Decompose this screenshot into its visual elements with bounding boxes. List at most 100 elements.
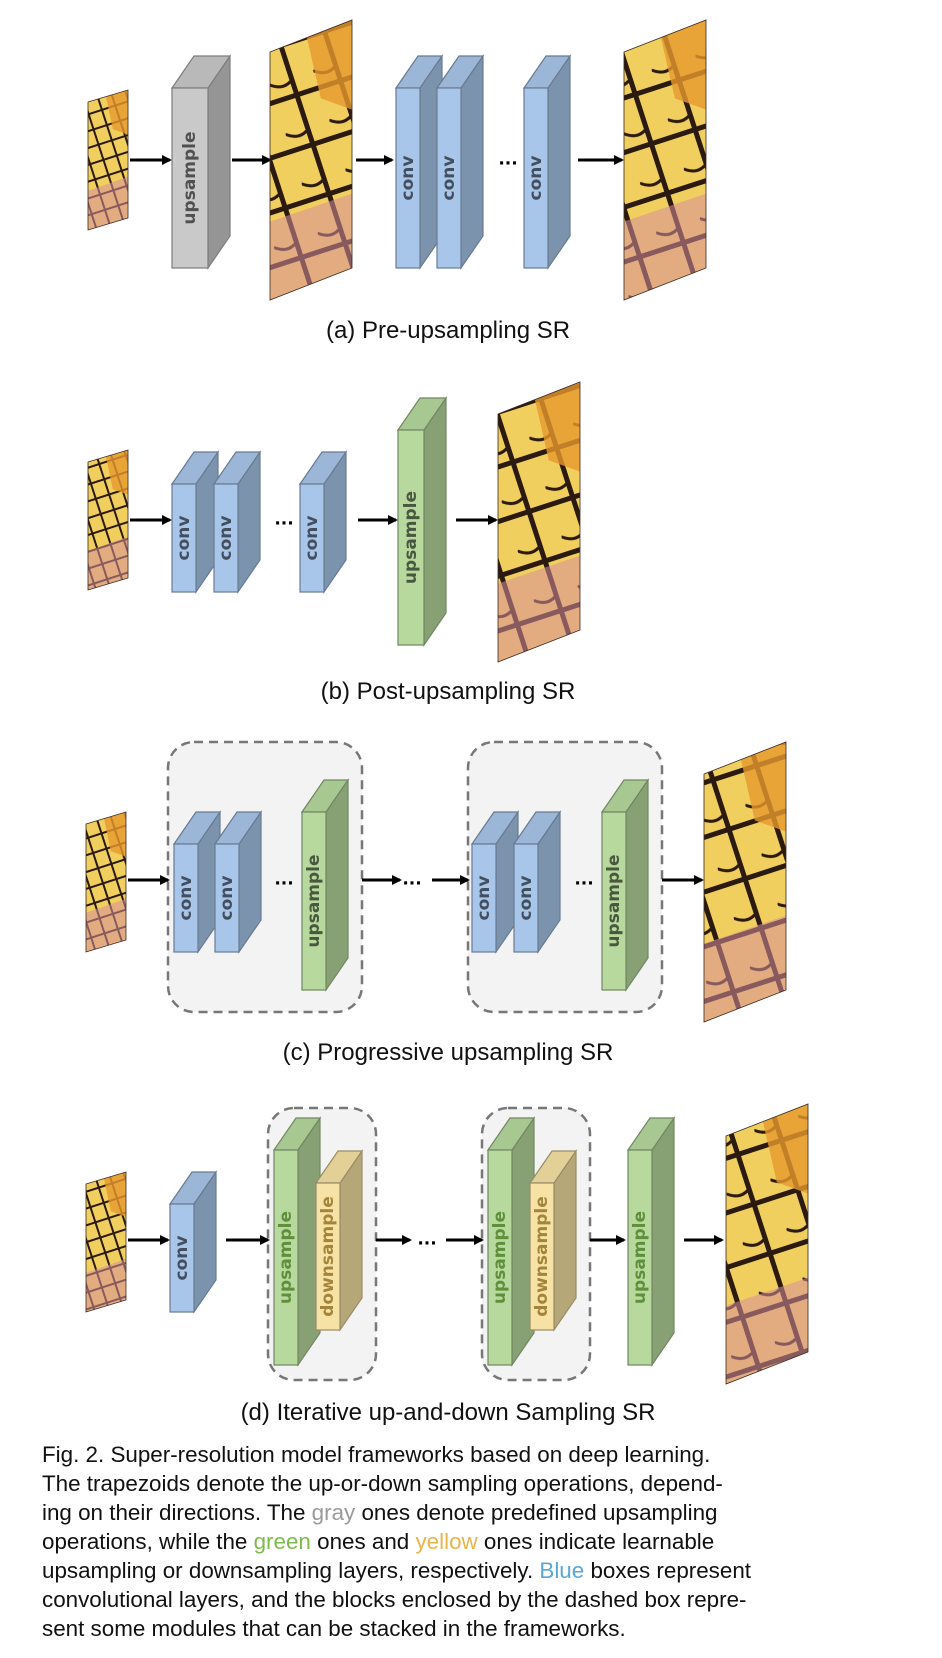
b-conv-block-2-front [213,483,239,593]
d-output-image-flower [726,1277,808,1384]
d-output-image [725,1103,809,1385]
d-conv-block-front [169,1203,195,1313]
d-downsample-block-1: downsample [314,1149,364,1332]
b-output-image-orange [534,382,580,472]
d-caption: (d) Iterative up-and-down Sampling SR [241,1399,656,1426]
d-upsample-block-2-front [487,1149,513,1366]
caption-text: ones and [310,1529,416,1554]
d-downsample-block-1-front [315,1182,341,1331]
b-upsample-block-side [423,396,447,647]
c-ellipsis-3: ··· [574,874,593,894]
a-conv-block-1-front [395,87,421,269]
b-upsample-block: upsample [396,396,448,647]
caption-text: operations, while the [42,1529,254,1554]
d-input-image-edge [85,1171,127,1313]
a-conv-block-3: conv [522,54,572,270]
caption-text: Fig. 2. Super-resolution model framework… [42,1442,711,1467]
a-conv-block-1-label: conv [398,156,418,201]
d-upsample-block-1: upsample [272,1116,322,1367]
b-upsample-block-front [397,429,425,646]
b-input-image-orange [106,450,128,495]
c-input-image-orange [104,812,126,857]
d-conv-block: conv [168,1170,218,1314]
c-output-image-orange [740,742,786,832]
a-conv-block-2: conv [435,54,485,270]
d-downsample-block-2-front [529,1182,555,1331]
c-ellipsis-2: ··· [402,874,421,894]
a-upsample-block-front [171,87,209,269]
c-upsample-block-2-front [601,811,627,991]
d-input-image-flower [86,1258,126,1312]
c-conv-block-4: conv [512,810,562,954]
d-upsample-block-3-front [627,1149,653,1366]
b-conv-block-1-label: conv [174,516,194,561]
c-upsample-block-2-label: upsample [604,854,624,947]
a-conv-block-3-front [523,87,549,269]
c-conv-block-3-label: conv [474,876,494,921]
c-input-image-edge [85,811,127,953]
b-input-image-edge [87,449,129,591]
a-conv-block-3-side [547,54,571,270]
a-conv-block-3-label: conv [526,156,546,201]
c-output-image [703,741,787,1023]
c-caption: (c) Progressive upsampling SR [283,1039,614,1066]
figure-caption: Fig. 2. Super-resolution model framework… [42,1440,850,1643]
c-upsample-block-2: upsample [600,778,650,992]
a-input-image-edge [87,89,129,231]
a-output-image-orange [660,20,706,110]
a-upsample-block-side [207,54,231,270]
b-input-image [87,449,129,591]
a-output-image [623,19,707,301]
c-upsample-block-2-side [625,778,649,992]
caption-word-green: green [253,1529,311,1554]
d-conv-block-label: conv [172,1236,192,1281]
d-upsample-block-1-front [273,1149,299,1366]
b-ellipsis: ··· [274,514,293,534]
d-upsample-block-3-side [651,1116,675,1367]
d-upsample-block-2-label: upsample [490,1211,510,1304]
b-conv-block-2: conv [212,450,262,594]
b-conv-block-2-label: conv [216,516,236,561]
c-conv-block-1-label: conv [176,876,196,921]
c-upsample-block-1: upsample [300,778,350,992]
a-input-image-flower [88,176,128,230]
c-conv-block-2-label: conv [217,876,237,921]
b-output-image-edge [497,381,581,663]
a-conv-block-2-side [460,54,484,270]
b-input-image-flower [88,536,128,590]
b-caption: (b) Post-upsampling SR [321,678,576,705]
d-output-image-edge [725,1103,809,1385]
a-caption: (a) Pre-upsampling SR [326,317,570,344]
a-upsample-block: upsample [170,54,232,270]
b-conv-block-1-front [171,483,197,593]
a-upsampled-image [269,19,353,301]
a-conv-block-2-front [436,87,462,269]
caption-text: upsampling or downsampling layers, respe… [42,1558,540,1583]
caption-text: boxes represent [584,1558,752,1583]
c-conv-block-1-front [173,843,199,953]
d-ellipsis: ··· [417,1234,436,1254]
b-conv-block-1: conv [170,450,220,594]
c-conv-block-3: conv [470,810,520,954]
a-conv-block-2-label: conv [439,156,459,201]
d-downsample-block-2: downsample [528,1149,578,1332]
a-upsampled-image-flower [270,193,352,300]
d-output-image-orange [762,1104,808,1194]
a-upsampled-image-orange [306,20,352,110]
c-input-image [85,811,127,953]
b-conv-block-3-front [299,483,325,593]
c-conv-block-4-front [513,843,539,953]
c-upsample-block-1-front [301,811,327,991]
caption-text: sent some modules that can be stacked in… [42,1616,626,1641]
a-upsampled-image-edge [269,19,353,301]
caption-text: ones denote predefined upsampling [355,1500,718,1525]
a-input-image [87,89,129,231]
d-upsample-block-3-label: upsample [630,1211,650,1304]
c-conv-block-2: conv [213,810,263,954]
a-upsample-block-label: upsample [180,131,200,224]
a-output-image-edge [623,19,707,301]
c-input-image-flower [86,898,126,952]
a-ellipsis: ··· [498,154,517,174]
caption-text: ones indicate learnable [477,1529,715,1554]
